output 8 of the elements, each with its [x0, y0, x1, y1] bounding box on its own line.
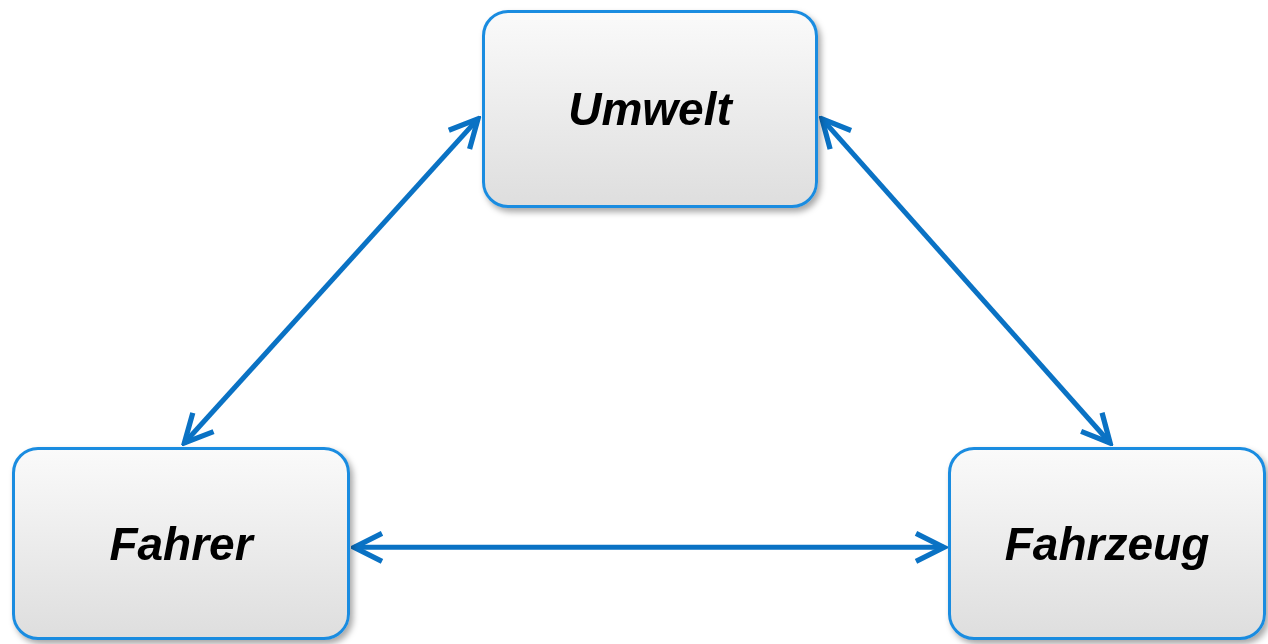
rounded-box [12, 447, 350, 640]
double-arrow [181, 116, 481, 446]
rounded-box [948, 447, 1266, 640]
double-arrow [351, 530, 947, 564]
box-label: Umwelt [568, 86, 732, 132]
rounded-box [482, 10, 818, 208]
box-label: Fahrer [109, 520, 253, 567]
double-arrow [819, 116, 1113, 446]
